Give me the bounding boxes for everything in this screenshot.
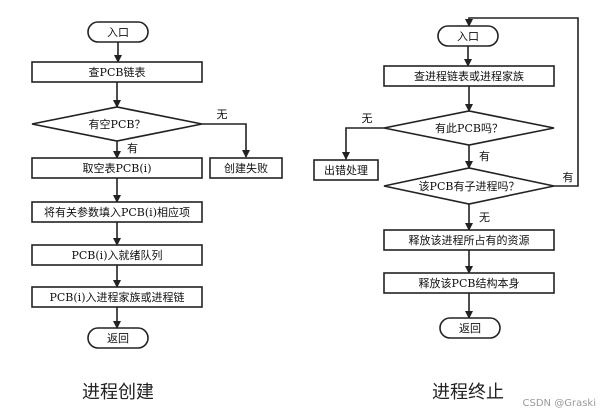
creation-fail-step bbox=[209, 157, 283, 179]
creation-fail-label: 创建失败 bbox=[224, 161, 268, 175]
creation-take-label: 取空表PCB(i) bbox=[82, 161, 151, 175]
creation-ready-label: PCB(i)入就绪队列 bbox=[71, 248, 162, 262]
termination-error-step bbox=[313, 159, 379, 181]
creation-caption: 进程创建 bbox=[82, 382, 154, 403]
creation-exit-label: 返回 bbox=[107, 332, 129, 345]
creation-family-label: PCB(i)入进程家族或进程链 bbox=[49, 290, 184, 304]
termination-child-no-label: 无 bbox=[479, 211, 490, 224]
creation-flowchart: 入口 查PCB链表 有空PCB？ 无 创建失败 有 取空表PCB(i) 将有关参… bbox=[31, 21, 283, 403]
creation-branch-yes-label: 有 bbox=[127, 141, 138, 155]
termination-exists-label: 有此PCB吗？ bbox=[435, 121, 503, 135]
termination-exit-terminal bbox=[439, 317, 501, 339]
creation-lookup-label: 查PCB链表 bbox=[89, 65, 146, 79]
termination-release-pcb-label: 释放该PCB结构本身 bbox=[419, 276, 520, 290]
termination-release-label: 释放该进程所占有的资源 bbox=[409, 233, 530, 247]
termination-exists-decision bbox=[383, 110, 555, 146]
termination-entry-label: 入口 bbox=[457, 30, 479, 43]
arrow bbox=[202, 123, 250, 158]
creation-free-pcb-label: 有空PCB？ bbox=[89, 117, 146, 131]
termination-branch-yes-label: 有 bbox=[479, 149, 490, 163]
arrow bbox=[342, 127, 384, 160]
termination-error-label: 出错处理 bbox=[324, 163, 368, 177]
termination-exit-label: 返回 bbox=[459, 322, 481, 335]
termination-lookup-label: 查进程链表或进程家族 bbox=[414, 69, 524, 83]
termination-child-yes-label: 有 bbox=[563, 170, 574, 184]
arrow bbox=[465, 17, 579, 187]
creation-branch-no-label: 无 bbox=[217, 108, 228, 121]
termination-branch-no-label: 无 bbox=[362, 112, 373, 125]
creation-exit-terminal bbox=[87, 327, 149, 349]
creation-entry-label: 入口 bbox=[107, 26, 129, 39]
creation-fill-label: 将有关参数填入PCB(i)相应项 bbox=[44, 205, 190, 219]
termination-flowchart: 入口 查进程链表或进程家族 有此PCB吗？ 无 出错处理 有 该PCB有子进程吗… bbox=[313, 17, 579, 403]
termination-caption: 进程终止 bbox=[432, 382, 504, 403]
termination-child-label: 该PCB有子进程吗？ bbox=[419, 179, 520, 193]
watermark: CSDN @Graski bbox=[523, 398, 596, 409]
